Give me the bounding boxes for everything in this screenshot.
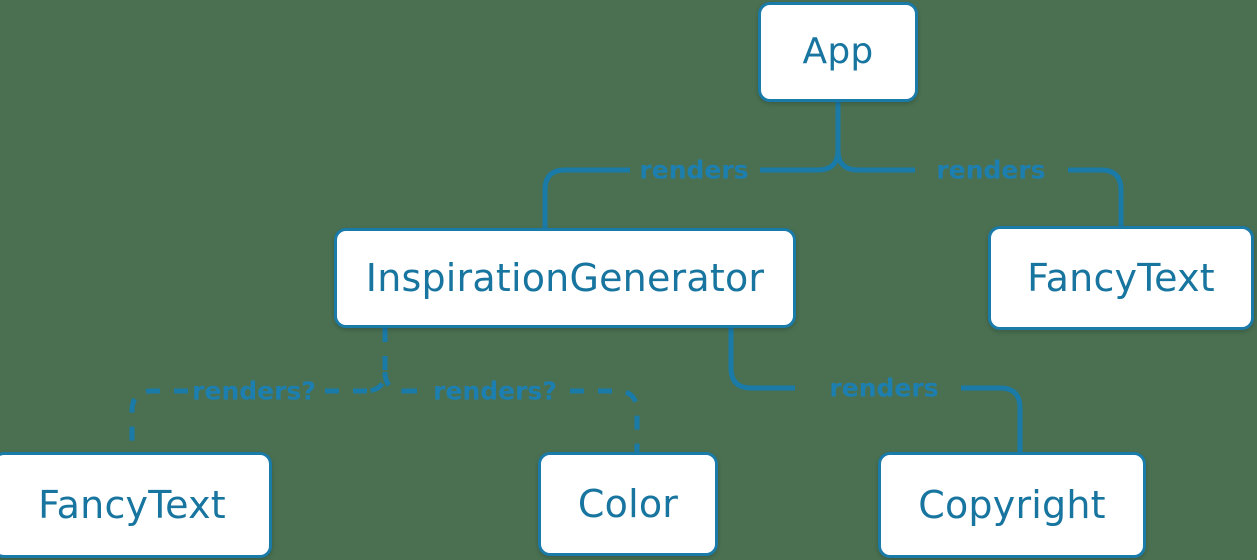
- node-copyright-label: Copyright: [918, 483, 1106, 527]
- edge-inspgen-dashed-stem: [366, 328, 388, 394]
- node-copyright[interactable]: Copyright: [878, 452, 1146, 558]
- edge-label-app-to-inspgen: renders: [639, 155, 749, 185]
- node-inspiration-generator-label: InspirationGenerator: [365, 256, 765, 300]
- edge-app-to-fancytext-seg2: [1068, 167, 1124, 226]
- edge-app-stem: [817, 102, 841, 173]
- node-fancytext-top[interactable]: FancyText: [988, 226, 1254, 330]
- node-fancytext-bottom[interactable]: FancyText: [0, 452, 272, 558]
- edge-label-inspgen-to-color: renders?: [433, 376, 557, 406]
- edge-label-app-to-fancytext: renders: [936, 155, 1046, 185]
- node-fancytext-top-label: FancyText: [1027, 256, 1215, 300]
- node-app[interactable]: App: [758, 2, 918, 102]
- edge-label-inspgen-to-copyright: renders: [829, 373, 939, 403]
- edge-inspgen-dashed-stem-right: [382, 371, 404, 394]
- edge-inspgen-to-copyright-seg2: [961, 385, 1023, 452]
- edge-label-inspgen-to-fancytext: renders?: [192, 376, 316, 406]
- edge-inspgen-to-color-seg2: [570, 388, 640, 452]
- node-fancytext-bottom-label: FancyText: [38, 483, 226, 527]
- edge-inspgen-to-copyright-seg1: [728, 328, 795, 391]
- node-color-label: Color: [577, 482, 679, 526]
- edge-inspgen-to-fancytext-seg2: [129, 388, 188, 452]
- edge-app-stem-right: [835, 149, 859, 173]
- node-color[interactable]: Color: [538, 452, 718, 556]
- edge-app-to-inspgen-seg2: [542, 167, 630, 228]
- node-app-label: App: [802, 31, 874, 72]
- node-inspiration-generator[interactable]: InspirationGenerator: [334, 228, 796, 328]
